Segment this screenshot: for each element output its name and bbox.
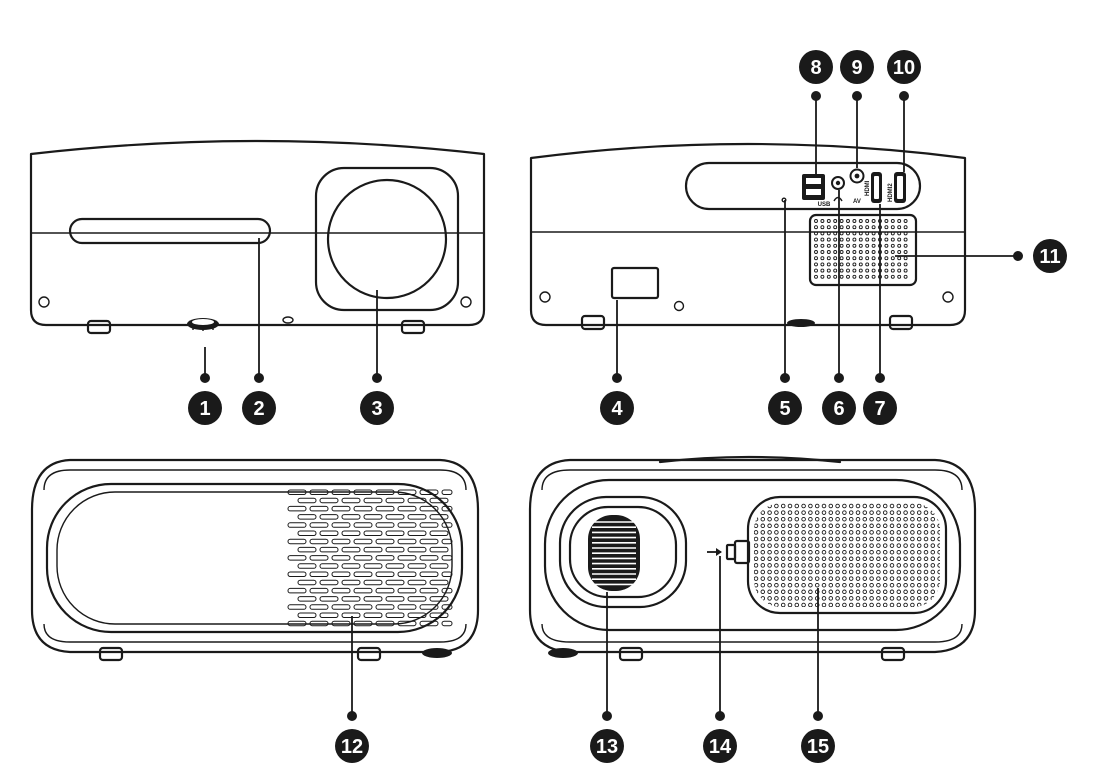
- callout-label-15: 15: [807, 736, 829, 758]
- speaker-grille: [808, 213, 918, 287]
- callout-circle-15: [801, 729, 835, 763]
- callout-circle-11: [1033, 239, 1067, 273]
- callout-8: 8: [799, 50, 833, 84]
- callout-2: 2: [242, 391, 276, 425]
- leader-dot-14: [715, 711, 725, 721]
- fan-housing: [558, 495, 688, 609]
- side-knob-icon: [422, 648, 452, 658]
- leader-dot-4: [612, 373, 622, 383]
- callout-label-12: 12: [341, 736, 363, 758]
- callout-label-14: 14: [709, 736, 732, 758]
- leader-dot-12: [347, 711, 357, 721]
- callout-14: 14: [703, 729, 737, 763]
- leader-dot-15: [813, 711, 823, 721]
- callout-label-11: 11: [1039, 246, 1060, 268]
- callout-circle-8: [799, 50, 833, 84]
- hdmi2-mark: HDMI2: [888, 183, 894, 202]
- front-foot: [86, 319, 112, 335]
- headphone-jack-icon: [831, 176, 845, 202]
- leader-dot-8: [811, 91, 821, 101]
- av-mark: AV: [853, 199, 861, 205]
- side-knob-icon: [548, 648, 578, 658]
- callout-circle-3: [360, 391, 394, 425]
- callout-3: 3: [360, 391, 394, 425]
- callout-label-2: 2: [253, 398, 264, 420]
- back-knob-icon: [787, 319, 815, 327]
- lens-cover-switch-icon: [707, 539, 751, 565]
- side-vent-slots: [287, 489, 453, 627]
- callout-6: 6: [822, 391, 856, 425]
- speaker-dot-pattern: [754, 503, 940, 607]
- callout-11: 11: [1033, 239, 1067, 273]
- av-port-icon: AV: [849, 168, 865, 205]
- lens-icon: [326, 178, 448, 300]
- port-panel: [684, 161, 922, 211]
- leader-dot-2: [254, 373, 264, 383]
- callout-12: 12: [335, 729, 369, 763]
- back-view: USB AV HDMI HDMI2: [529, 142, 967, 331]
- callout-5: 5: [768, 391, 802, 425]
- callout-circle-14: [703, 729, 737, 763]
- callout-label-10: 10: [893, 57, 915, 79]
- callout-label-4: 4: [611, 398, 623, 420]
- callout-4: 4: [600, 391, 634, 425]
- callout-circle-9: [840, 50, 874, 84]
- leader-dot-13: [602, 711, 612, 721]
- callout-1: 1: [188, 391, 222, 425]
- leader-dot-7: [875, 373, 885, 383]
- hdmi1-port-icon: HDMI: [865, 172, 882, 203]
- focus-knob-icon: [187, 318, 219, 331]
- leader-dot-3: [372, 373, 382, 383]
- speaker-grille: [746, 495, 948, 615]
- callout-label-8: 8: [810, 57, 821, 79]
- leader-dot-10: [899, 91, 909, 101]
- callout-label-7: 7: [874, 398, 885, 420]
- side-panel: [543, 478, 962, 632]
- back-foot: [580, 314, 606, 331]
- side-fan-view: [528, 455, 977, 662]
- usb-port-icon: USB: [802, 174, 831, 208]
- callout-label-5: 5: [779, 398, 790, 420]
- callout-circle-5: [768, 391, 802, 425]
- callout-label-1: 1: [199, 398, 210, 420]
- callout-circle-2: [242, 391, 276, 425]
- callout-13: 13: [590, 729, 624, 763]
- speaker-dot-pattern: [814, 219, 908, 279]
- leader-dot-5: [780, 373, 790, 383]
- callout-circle-4: [600, 391, 634, 425]
- front-foot: [400, 319, 426, 335]
- callout-15: 15: [801, 729, 835, 763]
- callout-label-13: 13: [596, 736, 618, 758]
- callout-label-6: 6: [833, 398, 844, 420]
- callout-circle-7: [863, 391, 897, 425]
- callout-circle-1: [188, 391, 222, 425]
- callout-7: 7: [863, 391, 897, 425]
- leader-dot-6: [834, 373, 844, 383]
- leader-lines: [200, 91, 1023, 721]
- usb-mark: USB: [818, 202, 831, 208]
- leader-dot-11: [1013, 251, 1023, 261]
- power-socket-icon: [610, 266, 660, 300]
- callout-label-3: 3: [371, 398, 382, 420]
- leader-dot-9: [852, 91, 862, 101]
- hdmi2-port-icon: HDMI2: [888, 172, 906, 203]
- callout-10: 10: [887, 50, 921, 84]
- callout-label-9: 9: [851, 57, 862, 79]
- side-panel: [45, 482, 464, 634]
- callout-circle-13: [590, 729, 624, 763]
- back-foot: [888, 314, 914, 331]
- status-light-bar: [68, 217, 272, 245]
- hdmi1-mark: HDMI: [865, 180, 871, 196]
- callout-circle-12: [335, 729, 369, 763]
- callout-9: 9: [840, 50, 874, 84]
- leader-dot-1: [200, 373, 210, 383]
- side-vent-view: [30, 458, 480, 662]
- callout-circle-10: [887, 50, 921, 84]
- lens-housing: [314, 166, 460, 312]
- front-view: [29, 139, 486, 335]
- callout-circle-6: [822, 391, 856, 425]
